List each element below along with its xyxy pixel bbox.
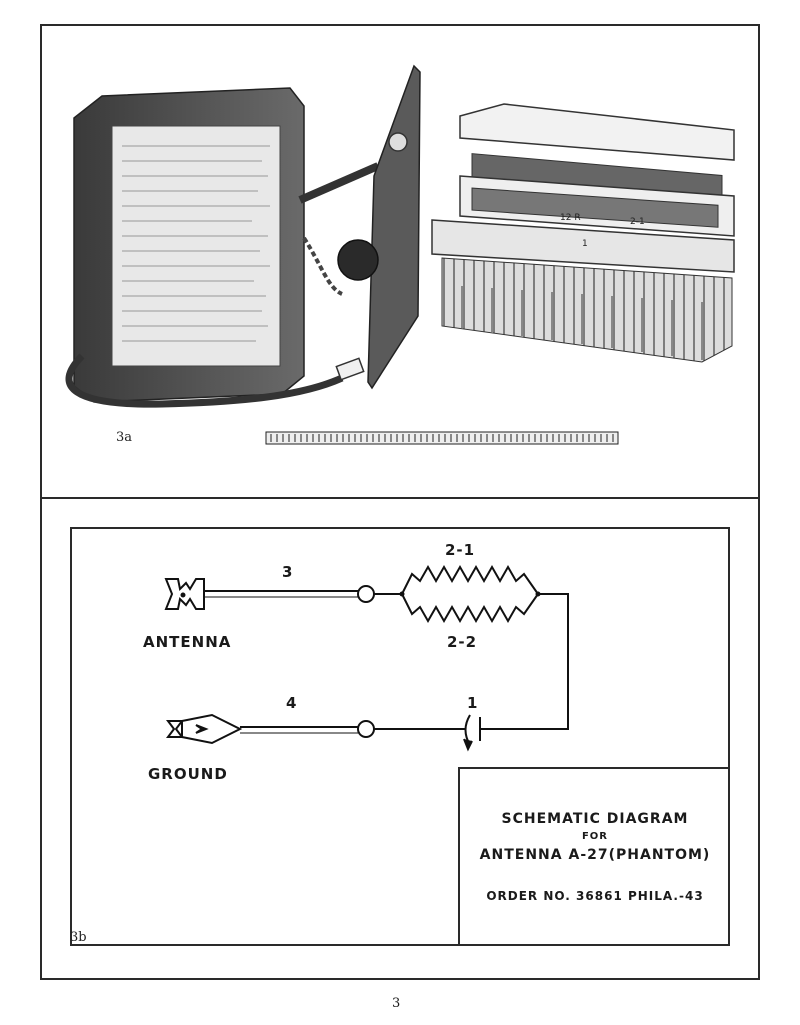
panel-divider (40, 497, 760, 499)
page-number: 3 (392, 996, 401, 1011)
antenna-terminal (357, 585, 375, 603)
cable (65, 353, 344, 408)
title-line-2: FOR (581, 831, 609, 842)
antenna-clip-icon (164, 578, 205, 610)
ground-clip-icon (166, 713, 243, 745)
capacitor-fins (441, 257, 733, 363)
photo-panel-3a: 12 R 2-1 1 3a (42, 26, 758, 497)
ground-terminal (357, 720, 375, 738)
chain (302, 236, 343, 296)
resistor-bank: 12 R 2-1 1 (431, 103, 735, 273)
capacitor-1 (463, 714, 481, 752)
capacitor-1-label: 1 (467, 694, 479, 712)
scale-ruler (265, 431, 619, 445)
antenna-label: ANTENNA (143, 633, 232, 651)
photo-label-1: 1 (582, 239, 588, 249)
resistor-2-2-label: 2-2 (447, 633, 478, 651)
order-number: ORDER NO. 36861 PHILA.-43 (486, 889, 704, 903)
lead-4-label: 4 (286, 694, 298, 712)
figure-label-3b: 3b (70, 930, 87, 945)
cable-lug (335, 357, 365, 381)
cabinet-box (73, 87, 305, 403)
fin-shading (461, 286, 703, 360)
page-frame (40, 24, 760, 980)
title-block: SCHEMATIC DIAGRAM FOR ANTENNA A-27(PHANT… (458, 767, 730, 946)
resistor-2-1-label: 2-1 (445, 541, 476, 559)
photo-label-21: 2-1 (630, 217, 645, 227)
title-line-1: SCHEMATIC DIAGRAM (501, 811, 689, 827)
lead-3-label: 3 (282, 563, 294, 581)
title-line-3: ANTENNA A-27(PHANTOM) (479, 847, 711, 863)
mounting-plate (367, 64, 421, 390)
resistor-2-1 (401, 564, 539, 595)
return-wire (480, 593, 569, 730)
ground-label: GROUND (148, 765, 228, 783)
terminal-post (388, 132, 408, 152)
figure-label-3a: 3a (116, 430, 133, 445)
antenna-photo: 12 R 2-1 1 (65, 64, 735, 445)
knob (337, 239, 379, 281)
resistor-2-2 (401, 593, 539, 624)
support-rod (298, 162, 380, 204)
schematic-drawing (164, 564, 569, 752)
schematic-frame: ANTENNA GROUND 3 4 2-1 2-2 1 SCHEMATIC D… (70, 527, 730, 946)
photo-label-12r: 12 R (560, 213, 581, 223)
